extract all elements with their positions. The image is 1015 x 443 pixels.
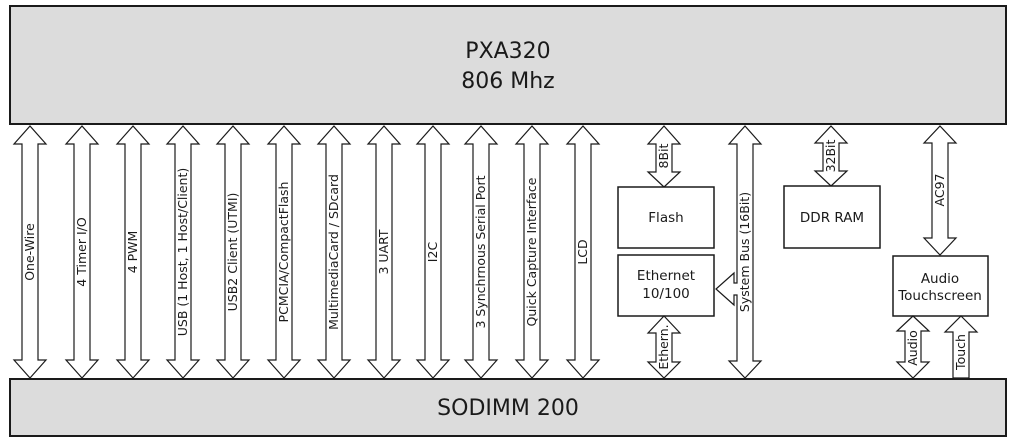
ddr-label: DDR RAM [800, 210, 864, 226]
interface-label: 3 Synchrnous Serial Port [473, 175, 488, 328]
ethernet-label: Ethernet [637, 268, 695, 284]
interface-label: 4 PWM [125, 231, 140, 274]
interface-label: USB (1 Host, 1 Host/Client) [175, 168, 190, 337]
interface-label: 3 UART [376, 229, 391, 274]
touchscreen-label: Touchscreen [897, 288, 982, 304]
touch-link-arrow [943, 315, 979, 379]
interface-label: LCD [575, 239, 590, 264]
ethernet-bus-label: Ethern. [656, 324, 671, 369]
interface-label: Quick Capture Interface [524, 177, 539, 326]
ethernet-box [617, 254, 715, 317]
interface-label: PCMCIA/CompactFlash [276, 182, 291, 323]
interface-label: I2C [425, 242, 440, 263]
ac97-label: AC97 [932, 174, 947, 207]
interface-arrow [215, 125, 251, 379]
cpu-name: PXA320 [465, 39, 550, 64]
interface-arrow [316, 125, 352, 379]
interface-label: One-Wire [22, 223, 37, 281]
interface-arrow [565, 125, 601, 379]
interface-label: MultimediaCard / SDcard [326, 174, 341, 330]
cpu-block [9, 5, 1007, 125]
interface-arrow [266, 125, 302, 379]
audio-touchscreen-box [892, 255, 989, 317]
flash-label: Flash [648, 210, 683, 226]
audio-label: Audio [921, 271, 959, 287]
interface-arrow [366, 125, 402, 379]
interface-arrow [165, 125, 201, 379]
interface-arrow [514, 125, 550, 379]
audio-link-arrow [895, 315, 931, 379]
interface-arrow [415, 125, 451, 379]
ac97-arrow [922, 125, 958, 256]
cpu-speed: 806 Mhz [461, 69, 554, 94]
system-bus-label: System Bus (16Bit) [737, 192, 752, 312]
audio-link-label: Audio [905, 330, 920, 366]
system-bus-arrow [715, 125, 763, 379]
interface-arrow [115, 125, 151, 379]
interface-label: USB2 Client (UTMI) [225, 193, 240, 312]
interface-arrow [463, 125, 499, 379]
sodimm-block [9, 378, 1007, 437]
flash-bus-label: 8Bit [656, 143, 671, 168]
interface-label: 4 Timer I/O [74, 217, 89, 287]
touch-link-label: Touch [953, 334, 968, 371]
sodimm-label: SODIMM 200 [437, 396, 579, 421]
interface-arrow [64, 125, 100, 379]
ddr-bus-label: 32Bit [823, 139, 838, 172]
flash-box [617, 186, 715, 249]
ddr-box [783, 185, 881, 249]
ethernet-bus-arrow [646, 315, 682, 379]
interface-arrows: One-Wire 4 Timer I/O 4 PWM USB (1 Host, 1 H… [12, 125, 601, 379]
interface-arrow [12, 125, 48, 379]
ethernet-speed-label: 10/100 [642, 286, 690, 302]
